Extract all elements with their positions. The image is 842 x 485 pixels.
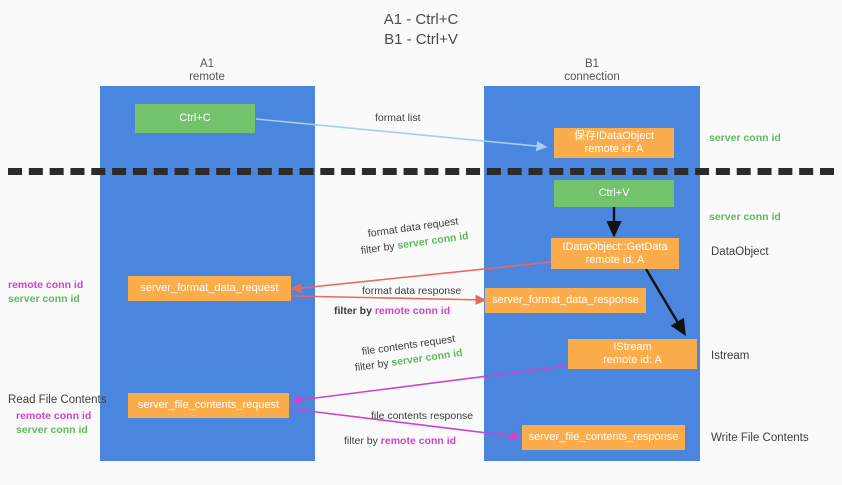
right-annotation-server-conn-id-1: server conn id xyxy=(709,132,781,144)
right-annotation-istream: Istream xyxy=(711,350,750,362)
left-server-conn-id-1: server conn id xyxy=(8,293,80,305)
node-server-file-contents-request-label: server_file_contents_request xyxy=(137,399,280,411)
edge-label-format-data-response-line1: format data response xyxy=(362,285,462,297)
right-annotation-write-file-contents: Write File Contents xyxy=(711,432,809,444)
node-server-file-contents-response-label: server_file_contents_response xyxy=(528,431,679,443)
node-ctrl-v-label: Ctrl+V xyxy=(598,187,630,199)
node-istream[interactable]: IStream remote id: A xyxy=(568,339,697,369)
lane-b1-name: B1 xyxy=(584,58,600,70)
left-remote-conn-id-1: remote conn id xyxy=(8,279,84,291)
filter-prefix-2: filter by xyxy=(334,305,375,317)
node-server-format-data-request-label: server_format_data_request xyxy=(140,282,279,294)
filter-prefix-4: filter by xyxy=(344,435,381,447)
lane-a1-sub: remote xyxy=(189,71,225,83)
node-istream-line2: remote id: A xyxy=(603,354,662,366)
node-ctrl-c[interactable]: Ctrl+C xyxy=(135,104,255,133)
phase-divider xyxy=(8,168,834,175)
edge-label-file-contents-response-filter: filter by remote conn id xyxy=(344,434,456,448)
node-idataobject-getdata-line2: remote id: A xyxy=(585,253,645,266)
edge-label-format-data-response-filter: filter by remote conn id xyxy=(334,304,450,318)
left-remote-conn-id-2: remote conn id xyxy=(16,410,92,422)
node-save-idataobject[interactable]: 保存IDataObject remote id: A xyxy=(554,128,674,158)
lane-b1-sub: connection xyxy=(564,71,620,83)
left-annotation-conn-ids-2: remote conn id server conn id xyxy=(16,409,91,437)
filter-prefix-3: filter by xyxy=(354,356,393,374)
node-idataobject-getdata-line1: IDataObject::GetData xyxy=(562,240,668,253)
diagram-title: A1 - Ctrl+C B1 - Ctrl+V xyxy=(0,10,842,50)
left-annotation-conn-ids-1: remote conn id server conn id xyxy=(8,278,83,306)
filter-key-remote-conn-id-1: remote conn id xyxy=(374,305,451,317)
left-annotation-read-file-contents: Read File Contents xyxy=(8,394,107,406)
left-server-conn-id-2: server conn id xyxy=(16,424,88,436)
right-annotation-server-conn-id-2: server conn id xyxy=(709,211,781,223)
node-idataobject-getdata[interactable]: IDataObject::GetData remote id: A xyxy=(551,238,679,269)
node-save-idataobject-line1: 保存IDataObject xyxy=(573,130,655,142)
node-save-idataobject-line2: remote id: A xyxy=(584,143,644,155)
lane-a1-name: A1 xyxy=(199,58,215,70)
title-line-1: A1 - Ctrl+C xyxy=(383,11,459,28)
lane-header-b1: B1 connection xyxy=(492,58,692,84)
filter-key-remote-conn-id-2: remote conn id xyxy=(380,435,457,447)
node-ctrl-c-label: Ctrl+C xyxy=(179,112,211,124)
node-server-format-data-response-label: server_format_data_response xyxy=(492,294,639,306)
title-line-2: B1 - Ctrl+V xyxy=(384,31,458,48)
node-istream-line1: IStream xyxy=(613,341,652,353)
node-server-format-data-response[interactable]: server_format_data_response xyxy=(485,288,646,313)
node-ctrl-v[interactable]: Ctrl+V xyxy=(554,180,674,207)
node-server-format-data-request[interactable]: server_format_data_request xyxy=(128,276,291,301)
edge-label-format-list: format list xyxy=(375,112,421,124)
lane-header-a1: A1 remote xyxy=(107,58,307,84)
right-annotation-dataobject: DataObject xyxy=(711,246,769,258)
node-server-file-contents-request[interactable]: server_file_contents_request xyxy=(128,393,289,418)
node-server-file-contents-response[interactable]: server_file_contents_response xyxy=(522,425,685,450)
filter-prefix-1: filter by xyxy=(360,239,399,257)
edge-label-file-contents-response-line1: file contents response xyxy=(371,410,474,422)
